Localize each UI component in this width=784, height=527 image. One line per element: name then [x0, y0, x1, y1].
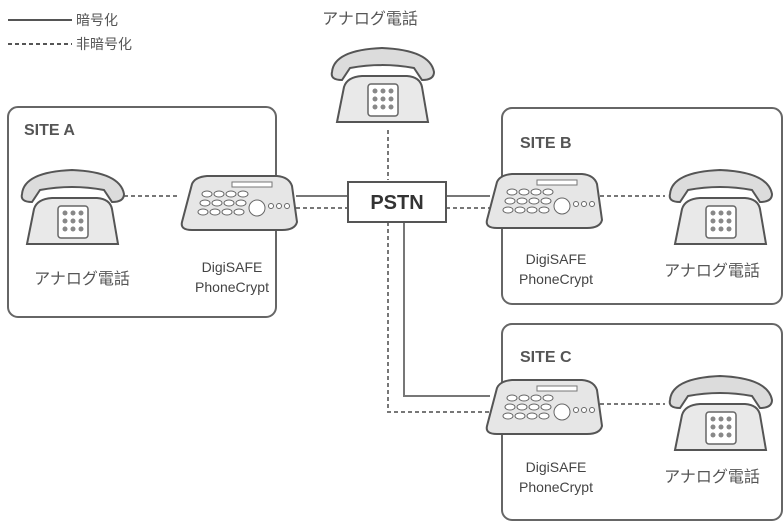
site-c-device-name: DigiSAFE	[526, 459, 587, 475]
pstn-label: PSTN	[370, 192, 423, 214]
site-a-device-name: DigiSAFE	[202, 259, 263, 275]
legend-unencrypted-label: 非暗号化	[76, 37, 132, 53]
site-b-phone-icon	[668, 169, 773, 245]
site-b-device-model: PhoneCrypt	[519, 271, 593, 287]
top-analog-phone-icon	[330, 47, 435, 123]
site-b-device-icon	[485, 173, 603, 229]
site-c-phone-label: アナログ電話	[664, 467, 760, 486]
site-c-device-icon	[485, 379, 603, 435]
site-a-phone-icon	[20, 169, 125, 245]
site-c-phone-icon	[668, 375, 773, 451]
top-phone-label: アナログ電話	[322, 9, 418, 28]
site-a-phone-label: アナログ電話	[34, 269, 130, 288]
link-pstn-c-solid	[403, 222, 490, 397]
site-c-device-model: PhoneCrypt	[519, 479, 593, 495]
site-b-device-name: DigiSAFE	[526, 251, 587, 267]
pstn-box	[347, 181, 447, 223]
legend-encrypted-label: 暗号化	[76, 13, 118, 29]
site-b-title: SITE B	[520, 135, 572, 152]
site-b-phone-label: アナログ電話	[664, 261, 760, 280]
site-a-device-icon	[180, 175, 298, 231]
site-a-device-model: PhoneCrypt	[195, 279, 269, 295]
site-c-title: SITE C	[520, 349, 572, 366]
link-pstn-c-dashed	[387, 222, 490, 413]
site-a-title: SITE A	[24, 122, 75, 139]
